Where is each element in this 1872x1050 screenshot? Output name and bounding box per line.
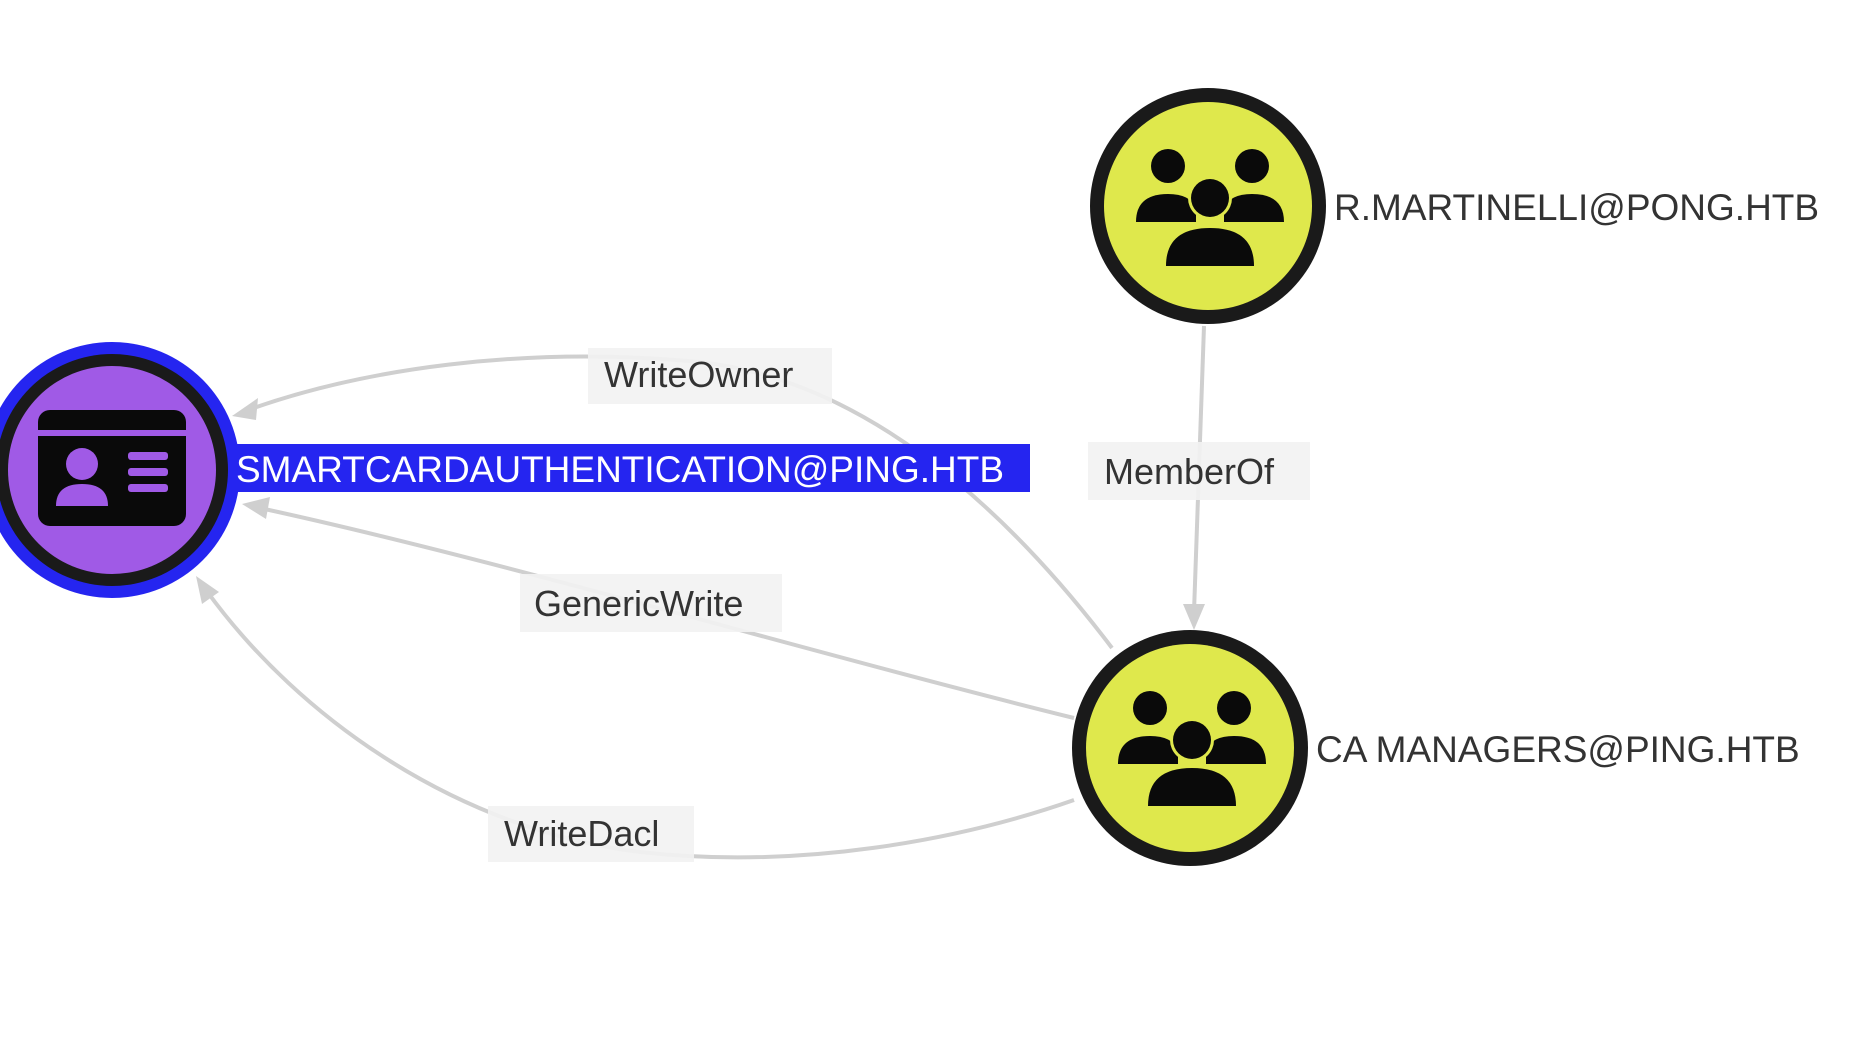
node-label-r-martinelli: R.MARTINELLI@PONG.HTB xyxy=(1334,187,1819,228)
node-smartcardauthentication[interactable]: SMARTCARDAUTHENTICATION@PING.HTB xyxy=(0,342,1030,598)
node-label-smartcardauthentication: SMARTCARDAUTHENTICATION@PING.HTB xyxy=(236,449,1004,490)
group-icon xyxy=(1136,149,1284,266)
edge-label-genericwrite: GenericWrite xyxy=(534,583,743,624)
edge-label-bg xyxy=(488,806,694,862)
arrowhead xyxy=(232,398,258,420)
edge-label-bg xyxy=(520,574,782,632)
edge-memberof[interactable]: MemberOf xyxy=(1088,325,1310,630)
edge-genericwrite[interactable]: GenericWrite xyxy=(242,497,1075,720)
edge-writedacl[interactable]: WriteDacl xyxy=(196,576,1075,862)
group-icon xyxy=(1118,691,1266,806)
edge-label-writeowner: WriteOwner xyxy=(604,354,793,395)
arrowhead xyxy=(196,576,219,604)
edge-label-bg xyxy=(1088,442,1310,500)
node-r-martinelli[interactable]: R.MARTINELLI@PONG.HTB xyxy=(1090,88,1819,324)
node-label-highlight xyxy=(232,444,1030,492)
node-label-ca-managers: CA MANAGERS@PING.HTB xyxy=(1316,729,1800,770)
edge-label-writedacl: WriteDacl xyxy=(504,813,659,854)
id-card-icon xyxy=(38,410,186,526)
node-ca-managers[interactable]: CA MANAGERS@PING.HTB xyxy=(1072,630,1800,866)
arrowhead xyxy=(242,497,270,519)
edge-writeowner[interactable]: WriteOwner xyxy=(232,348,1114,650)
edge-label-memberof: MemberOf xyxy=(1104,451,1275,492)
arrowhead xyxy=(1183,604,1205,630)
edge-label-bg xyxy=(588,348,832,404)
